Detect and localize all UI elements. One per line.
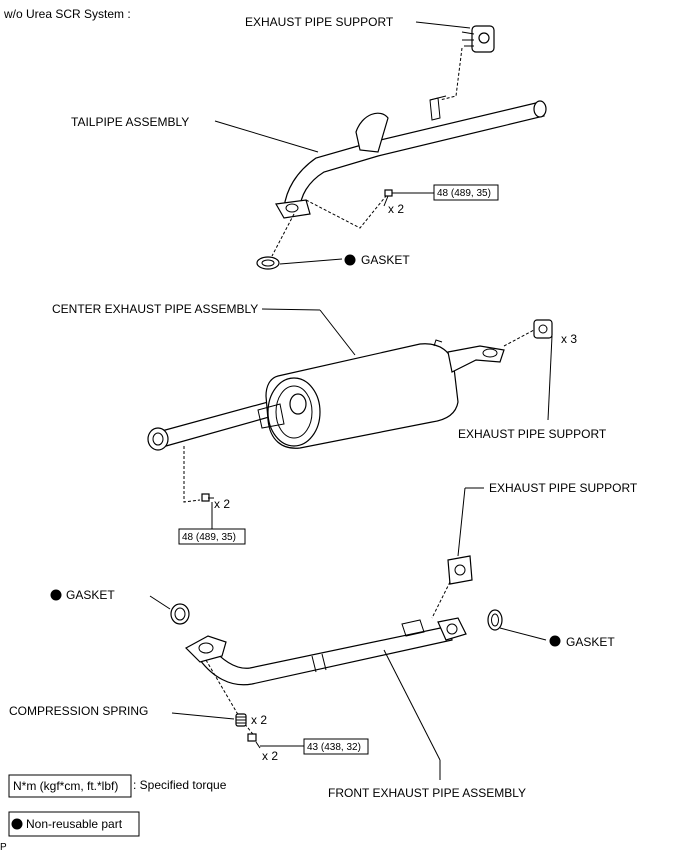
non-reusable-mark-top [344,254,356,266]
legend-non-reusable-mark [11,818,23,830]
torque-center: 48 (489, 35) [182,532,236,543]
torque-front: 43 (438, 32) [307,742,361,753]
exhaust-pipe-support-mid-icon [533,319,553,339]
label-center-exhaust-pipe-assembly: CENTER EXHAUST PIPE ASSEMBLY [52,302,258,316]
leader-gasket-right [499,627,547,641]
dash-tailpipe-bolt [305,195,387,229]
label-compression-spring: COMPRESSION SPRING [9,704,148,718]
dash-support-top [439,47,463,101]
legend-non-reusable: Non-reusable part [26,817,123,831]
center-exhaust-pipe-assembly [147,339,505,451]
leader-center-b [319,309,356,356]
qty-front-bolt: x 2 [262,749,278,763]
legend-torque-desc: : Specified torque [133,778,227,792]
leader-gasket-left [149,595,171,610]
label-exhaust-pipe-support-mid: EXHAUST PIPE SUPPORT [458,427,607,441]
gasket-left-icon [170,603,190,625]
torque-box-center [178,528,246,545]
label-tailpipe-assembly: TAILPIPE ASSEMBLY [71,115,189,129]
exhaust-pipe-support-top [461,25,495,53]
non-reusable-mark-left [50,589,62,601]
legend-non-reusable-box [8,811,140,837]
label-gasket-right: GASKET [566,635,615,649]
dash-center-bolt [183,446,201,503]
exhaust-pipe-support-front-icon [447,555,473,585]
leader-front-pipe-a [383,649,441,761]
legend-torque-unit: N*m (kgf*cm, ft.*lbf) [13,779,118,793]
tailpipe-assembly [275,95,547,219]
leader-support-top [415,21,471,29]
compression-spring-icon [235,713,247,727]
dash-gasket-top [271,213,295,257]
leader-support-mid [547,335,553,421]
gasket-top-icon [256,256,280,270]
center-bolt-icon [201,493,214,502]
qty-tailpipe-bolt: x 2 [388,202,404,216]
leader-support-front-b [457,487,466,557]
gasket-right-icon [487,609,503,631]
label-front-exhaust-pipe-assembly: FRONT EXHAUST PIPE ASSEMBLY [328,786,526,800]
label-exhaust-pipe-support-front: EXHAUST PIPE SUPPORT [489,481,638,495]
label-gasket-left: GASKET [66,588,115,602]
dash-support-front [431,581,451,619]
page-title: w/o Urea SCR System : [3,7,131,21]
non-reusable-mark-right [549,635,561,647]
qty-center-support: x 3 [561,332,577,346]
leader-center-a [261,308,321,311]
footer-code: P [0,842,7,852]
dash-support-mid [503,329,535,347]
qty-center-bolt: x 2 [214,497,230,511]
leader-spring [171,712,235,720]
label-exhaust-pipe-support-top: EXHAUST PIPE SUPPORT [245,15,394,29]
qty-spring: x 2 [251,713,267,727]
front-bolt-icon [247,733,261,749]
torque-box-front [303,738,369,755]
front-exhaust-pipe-assembly [185,617,467,686]
leader-gasket-top [279,258,343,265]
torque-tailpipe: 48 (489, 35) [437,188,491,199]
torque-box-tailpipe [433,184,499,201]
leader-tailpipe [214,120,319,153]
legend-torque-box [8,774,132,798]
label-gasket-top: GASKET [361,253,410,267]
